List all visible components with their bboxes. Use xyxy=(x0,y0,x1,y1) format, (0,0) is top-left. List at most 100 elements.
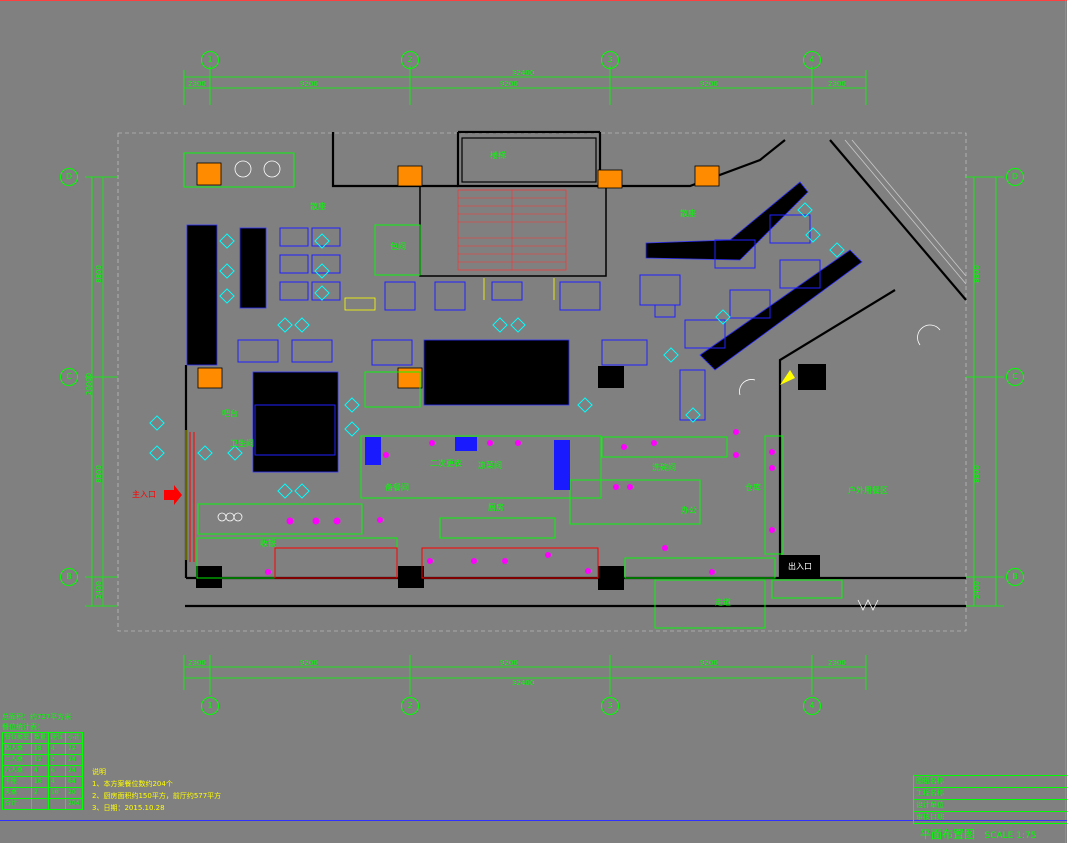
notes-heading: 说明 xyxy=(92,768,106,776)
entrance-arrow xyxy=(164,485,182,505)
legend-cell: 204 xyxy=(65,798,84,810)
exterior-walls xyxy=(184,130,967,608)
axis-right-C: C xyxy=(1006,368,1024,386)
legend-cell: 六人桌 xyxy=(1,765,33,777)
label-mid: 二次更衣 xyxy=(430,459,462,468)
legend-cell: 2 xyxy=(48,754,67,766)
label-office: 办公 xyxy=(681,506,697,515)
legend-cell: 四人桌 xyxy=(1,743,33,755)
title-block-row: 设计单位 xyxy=(914,800,1067,812)
dim-left-total: 20000 xyxy=(85,372,94,396)
legend-title-1: 总面积：约727平方米 xyxy=(2,713,72,721)
legend-cell: 24 xyxy=(65,754,84,766)
axis-bottom-4: 4 xyxy=(803,697,821,715)
legend-cell: 卡座 xyxy=(1,776,33,788)
legend-header-row: 餐位类型 数量 座位 小计 xyxy=(1,732,84,744)
dim-right-seg-2: 8800 xyxy=(972,465,981,483)
frame-top-line xyxy=(0,0,1067,1)
notes-line: 2、厨房面积约150平方，前厅约577平方 xyxy=(92,792,222,800)
drawing-title-text: 平面布置图 xyxy=(920,828,975,841)
columns-black xyxy=(196,364,826,590)
axis-top-3: 3 xyxy=(601,51,619,69)
stair-core xyxy=(419,137,607,277)
ceiling-fixtures xyxy=(149,202,845,499)
legend-cell: 6 xyxy=(48,765,67,777)
label-exit: 出入口 xyxy=(788,562,812,571)
legend-cell: 4 xyxy=(48,776,67,788)
kitchen-red-frames xyxy=(189,432,599,579)
booth-sofas xyxy=(186,181,863,473)
dim-right-seg-1: 8800 xyxy=(972,265,981,283)
dim-bottom-total: 32400 xyxy=(512,679,535,687)
legend-header-cell: 数量 xyxy=(31,732,50,744)
legend-cell: 16 xyxy=(31,776,50,788)
axis-bottom-2: 2 xyxy=(401,697,419,715)
dim-top-seg-5: 2300 xyxy=(828,80,846,88)
title-block-row: 工程名称 xyxy=(914,788,1067,800)
axis-top-4: 4 xyxy=(803,51,821,69)
dim-bottom-seg-4: 9200 xyxy=(700,659,718,667)
axis-bottom-3: 3 xyxy=(601,697,619,715)
axis-right-B: B xyxy=(1006,568,1024,586)
label-storage: 仓库 xyxy=(745,483,761,492)
dim-left-seg-2: 8800 xyxy=(94,465,103,483)
legend-cell: 2 xyxy=(31,787,50,799)
frame-right-line xyxy=(1065,0,1066,843)
side-dimension-lines xyxy=(85,176,1004,607)
legend-cell: 二人桌 xyxy=(1,754,33,766)
legend-header-cell: 餐位类型 xyxy=(1,732,33,744)
dim-left-seg-1: 8800 xyxy=(94,265,103,283)
dim-top-seg-2: 9200 xyxy=(300,80,318,88)
dim-top-seg-4: 9200 xyxy=(700,80,718,88)
drawing-scale: SCALE 1:75 xyxy=(984,831,1037,841)
kitchen-equipment xyxy=(265,429,775,575)
yellow-lines xyxy=(185,278,555,560)
top-dimension-lines xyxy=(183,66,867,105)
title-block-row: 审核日期 xyxy=(916,813,944,821)
notes-line: 3、日期：2015.10.28 xyxy=(92,804,165,812)
dim-bottom-seg-3: 9200 xyxy=(500,659,518,667)
bottom-dimension-lines xyxy=(183,655,867,695)
legend-cell: 64 xyxy=(65,776,84,788)
dim-left-seg-3: 2400 xyxy=(94,581,103,599)
legend-cell: 24 xyxy=(65,765,84,777)
axis-right-D: D xyxy=(1006,168,1024,186)
white-fixtures xyxy=(217,160,941,611)
legend-title-2: 餐位统计表： xyxy=(2,723,44,731)
outdoor-railing xyxy=(844,139,967,285)
dining-tables xyxy=(237,214,821,456)
axis-bottom-1: 1 xyxy=(201,697,219,715)
columns-orange xyxy=(196,162,720,389)
legend-cell xyxy=(48,798,67,810)
dim-bottom-seg-2: 9200 xyxy=(300,659,318,667)
design-notes: 说明 1、本方案餐位数约204个 2、厨房面积约150平方，前厅约577平方 3… xyxy=(92,766,221,814)
label-corridor: 走道 xyxy=(715,598,731,607)
label-kitchen: 厨房 xyxy=(488,503,504,512)
axis-left-D: D xyxy=(60,168,78,186)
label-stair: 楼梯 xyxy=(490,151,506,160)
label-dining-right: 散座 xyxy=(680,209,696,218)
title-block-row: 图纸名称 xyxy=(914,776,1067,788)
label-toilet: 卫生间 xyxy=(230,439,254,448)
axis-left-B: B xyxy=(60,568,78,586)
legend-cell: 10 xyxy=(48,787,67,799)
dim-bottom-seg-5: 2300 xyxy=(828,659,846,667)
storage-shelves xyxy=(365,437,570,490)
frame-bottom-line xyxy=(0,820,1067,821)
label-cold: 凉菜间 xyxy=(478,461,502,470)
title-block: 图纸名称 工程名称 设计单位 审核日期 xyxy=(913,775,1067,824)
notes-line: 1、本方案餐位数约204个 xyxy=(92,780,173,788)
axis-top-1: 1 xyxy=(201,51,219,69)
label-bar: 吧台 xyxy=(222,409,238,418)
legend-cell xyxy=(31,798,50,810)
legend-cell: 18 xyxy=(31,743,50,755)
label-outdoor: 户外用餐区 xyxy=(848,486,888,495)
dim-top-total: 32400 xyxy=(512,69,535,77)
legend-header-cell: 小计 xyxy=(65,732,84,744)
